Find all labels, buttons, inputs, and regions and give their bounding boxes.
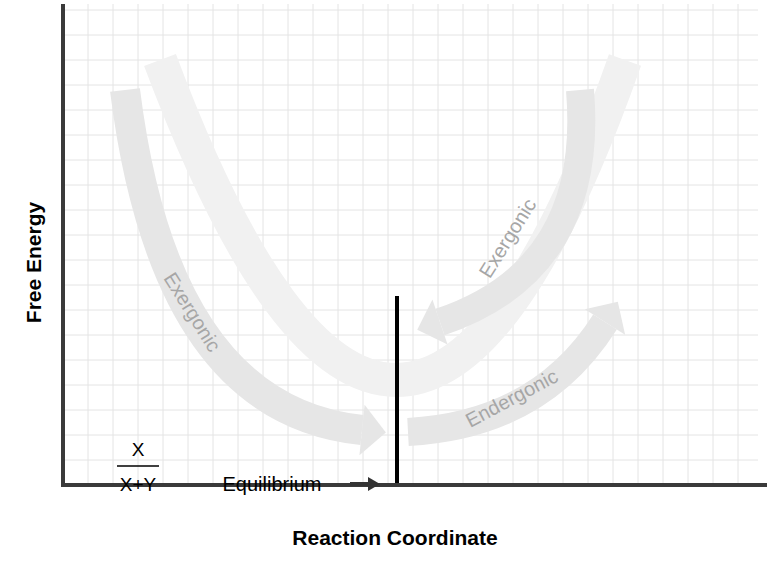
grid-line <box>63 460 758 461</box>
energy-band <box>408 322 605 432</box>
grid-line <box>588 4 589 485</box>
grid-line <box>63 210 758 211</box>
grid-line <box>88 4 89 485</box>
grid-line <box>63 410 758 411</box>
grid-line <box>363 4 364 485</box>
arrow-bands <box>125 60 625 455</box>
grid-line <box>113 4 114 485</box>
grid-line <box>63 310 758 311</box>
axis-title: Reaction Coordinate <box>292 527 497 548</box>
energy-band <box>125 90 362 430</box>
grid-line <box>213 4 214 485</box>
grid-line <box>63 335 758 336</box>
arrowhead <box>417 299 447 344</box>
grid-line <box>63 185 758 186</box>
energy-band <box>160 60 625 380</box>
grid-line <box>63 160 758 161</box>
pointer-arrow <box>350 477 380 491</box>
fraction-numerator: X <box>132 440 145 459</box>
fraction-denominator: X+Y <box>120 475 156 494</box>
grid-line <box>688 4 689 485</box>
grid <box>63 4 758 485</box>
energy-band <box>440 90 581 322</box>
grid-line <box>63 10 758 11</box>
grid-line <box>63 360 758 361</box>
grid-line <box>63 135 758 136</box>
axis-title: Free Energy <box>24 201 45 322</box>
grid-line <box>663 4 664 485</box>
x-axis <box>61 483 767 487</box>
grid-line <box>713 4 714 485</box>
grid-line <box>138 4 139 485</box>
y-axis <box>61 4 65 487</box>
equilibrium-line <box>395 296 399 486</box>
fraction-bar <box>117 465 159 467</box>
arrowhead <box>585 302 625 335</box>
arrowhead <box>359 405 385 456</box>
grid-line <box>738 4 739 485</box>
grid-line <box>188 4 189 485</box>
grid-line <box>413 4 414 485</box>
equilibrium-label: Equilibrium <box>223 474 322 494</box>
grid-line <box>438 4 439 485</box>
grid-line <box>63 35 758 36</box>
grid-line <box>388 4 389 485</box>
grid-line <box>638 4 639 485</box>
